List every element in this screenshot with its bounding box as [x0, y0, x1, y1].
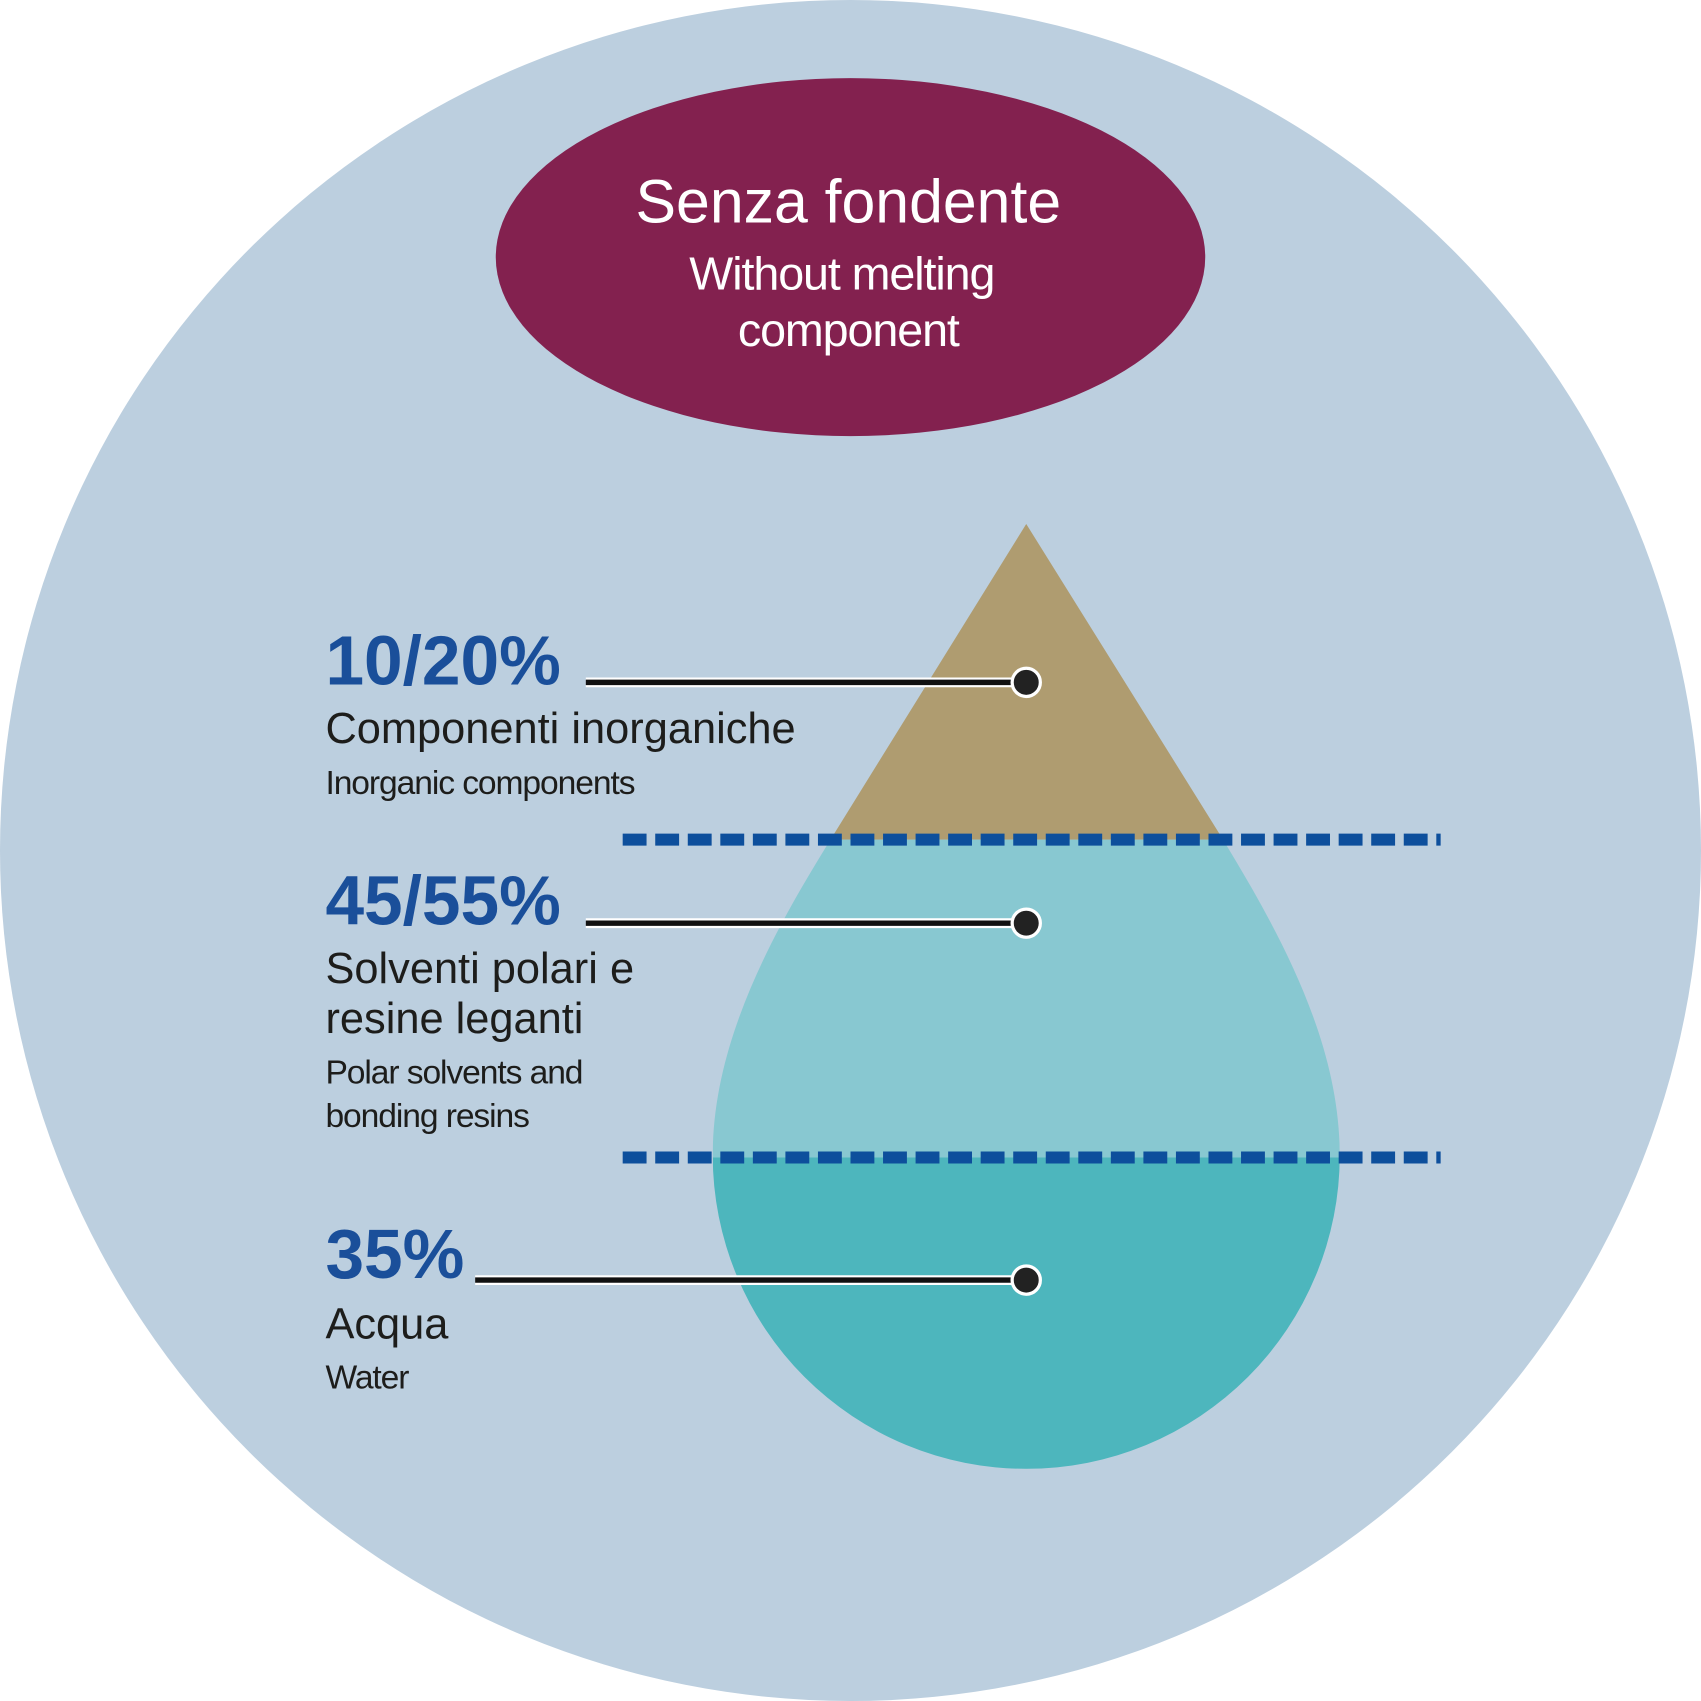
subtitle-line1: Without melting	[689, 248, 994, 300]
title: Senza fondente	[636, 167, 1062, 235]
layer-solvents	[712, 839, 1340, 1158]
label-solvents-it-2: resine leganti	[325, 995, 583, 1043]
subtitle-line2: component	[738, 304, 960, 356]
label-inorganic-en: Inorganic components	[325, 765, 634, 802]
label-solvents-it-1: Solventi polari e	[325, 945, 634, 993]
label-water-it: Acqua	[325, 1301, 449, 1349]
percent-inorganic: 10/20%	[325, 622, 560, 700]
leader-1	[585, 666, 1042, 699]
leader-3	[475, 1264, 1042, 1296]
percent-solvents: 45/55%	[325, 861, 560, 939]
label-water-en: Water	[325, 1360, 409, 1397]
leader-2	[585, 907, 1042, 939]
label-solvents-en-1: Polar solvents and	[325, 1055, 582, 1092]
label-inorganic-it: Componenti inorganiche	[325, 705, 795, 753]
title-badge	[495, 78, 1206, 437]
label-solvents-en-2: bonding resins	[325, 1098, 529, 1135]
percent-water: 35%	[325, 1215, 464, 1293]
